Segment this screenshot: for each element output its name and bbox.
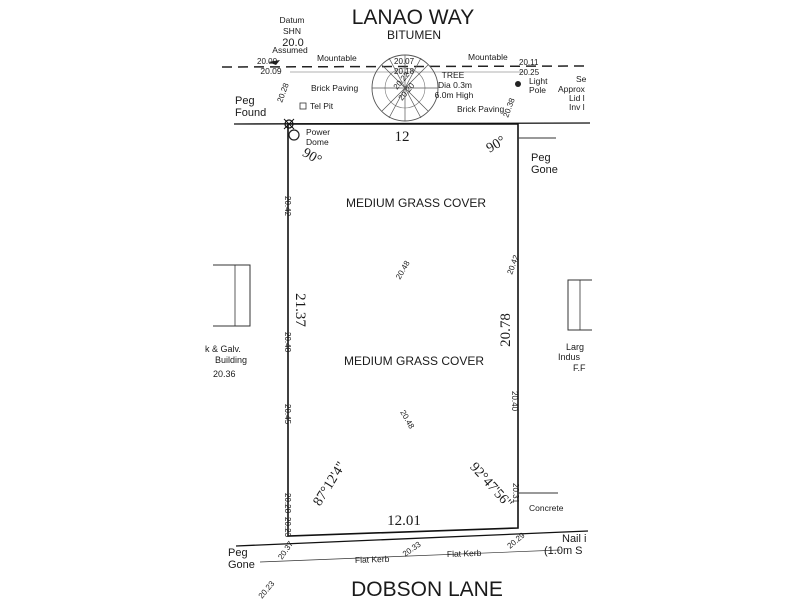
tel-pit-icon bbox=[299, 102, 307, 110]
angle-sw: 87°12'4" bbox=[311, 459, 350, 508]
tree-symbol bbox=[371, 54, 439, 122]
spot-level: 20.25 bbox=[519, 68, 540, 77]
spot-level: 20.23 bbox=[257, 579, 277, 600]
datum-note: Datum SHN 20.0 Assumed 20.09 bbox=[260, 15, 308, 76]
boundary-extension-north bbox=[233, 122, 591, 125]
light-pole-label: Light bbox=[529, 76, 548, 86]
peg-found-icon bbox=[283, 118, 295, 130]
svg-text:Approx: Approx bbox=[558, 84, 586, 94]
nail-note-2: (1.0m S bbox=[544, 545, 583, 557]
dimension-north: 12 bbox=[395, 129, 410, 145]
power-dome-label: Power bbox=[306, 127, 330, 137]
spot-level: 20.07 bbox=[394, 57, 415, 66]
east-building-label-3: F.F bbox=[573, 363, 586, 373]
svg-text:20.09: 20.09 bbox=[260, 66, 282, 76]
tel-pit-label: Tel Pit bbox=[310, 101, 334, 111]
spot-level: 20.28 bbox=[283, 493, 292, 514]
svg-text:SHN: SHN bbox=[283, 26, 301, 36]
peg-sw-label: Peg bbox=[228, 547, 248, 559]
spot-level: 20.38 bbox=[501, 96, 516, 118]
peg-ne-label-2: Gone bbox=[531, 164, 558, 176]
street-name-north: LANAO WAY bbox=[352, 6, 475, 29]
svg-text:Dia 0.3m: Dia 0.3m bbox=[438, 80, 472, 90]
spot-level: 20.48 bbox=[394, 259, 412, 281]
peg-nw-label-2: Found bbox=[235, 107, 266, 119]
svg-text:6.0m High: 6.0m High bbox=[435, 90, 474, 100]
spot-level: 20.40 bbox=[510, 391, 519, 412]
spot-level: 20.28 bbox=[275, 81, 290, 103]
kerb-line-south bbox=[259, 549, 561, 563]
spot-level: 20.37 bbox=[276, 539, 295, 561]
flat-kerb-label-2: Flat Kerb bbox=[447, 548, 482, 559]
peg-ne-label: Peg bbox=[531, 152, 551, 164]
dimension-south: 12.01 bbox=[387, 513, 421, 529]
light-pole-icon bbox=[515, 81, 521, 87]
light-pole-label-2: Pole bbox=[529, 85, 546, 95]
street-name-south: DOBSON LANE bbox=[351, 578, 503, 600]
flat-kerb-label: Flat Kerb bbox=[355, 554, 390, 565]
angle-nw: 90° bbox=[300, 146, 324, 169]
power-dome-icon bbox=[288, 129, 300, 141]
kerb-line-north bbox=[221, 65, 591, 68]
brick-paving-right: Brick Paving bbox=[457, 104, 505, 114]
dimension-east: 20.78 bbox=[498, 313, 514, 347]
angle-se: 92°47'56" bbox=[466, 460, 515, 512]
spot-level: 20.31 bbox=[511, 483, 520, 504]
power-dome-label-2: Dome bbox=[306, 137, 329, 147]
east-building-label-2: Indus bbox=[558, 352, 581, 362]
nail-note: Nail i bbox=[562, 533, 586, 545]
spot-level: 20.48 bbox=[398, 409, 416, 431]
west-building-label: k & Galv. bbox=[205, 344, 241, 354]
west-building-level: 20.36 bbox=[213, 369, 236, 379]
mountable-kerb-right: Mountable bbox=[468, 52, 508, 62]
east-building-label: Larg bbox=[566, 342, 584, 352]
svg-text:TREE: TREE bbox=[442, 70, 465, 80]
svg-text:Se: Se bbox=[576, 74, 587, 84]
datum-arrow-icon bbox=[268, 60, 280, 65]
west-building-outline bbox=[213, 264, 251, 327]
svg-text:Datum: Datum bbox=[279, 15, 304, 25]
spot-level: 20.48 bbox=[283, 332, 292, 353]
spot-level: 20.00 bbox=[257, 57, 278, 66]
svg-text:Lid l: Lid l bbox=[569, 93, 585, 103]
concrete-label: Concrete bbox=[529, 503, 564, 513]
spot-level: 20.23 bbox=[283, 517, 292, 538]
angle-ne: 90° bbox=[484, 134, 508, 157]
boundary-extension-south bbox=[235, 530, 589, 547]
svg-text:Assumed: Assumed bbox=[272, 45, 308, 55]
spot-level: 20.45 bbox=[283, 404, 292, 425]
svg-text:20.0: 20.0 bbox=[282, 37, 303, 49]
spot-level: 20.18 bbox=[394, 67, 415, 76]
tree-note: TREE Dia 0.3m 6.0m High bbox=[435, 70, 474, 100]
peg-sw-label-2: Gone bbox=[228, 559, 255, 571]
sewer-note: Se Approx Lid l Inv l bbox=[558, 74, 587, 112]
mountable-kerb-left: Mountable bbox=[317, 53, 357, 63]
grass-cover-label: MEDIUM GRASS COVER bbox=[346, 196, 486, 210]
spot-level: 20.42 bbox=[283, 196, 292, 217]
west-building-label-2: Building bbox=[215, 355, 247, 365]
grass-cover-label-2: MEDIUM GRASS COVER bbox=[344, 354, 484, 368]
peg-nw-label: Peg bbox=[235, 95, 255, 107]
road-surface-label: BITUMEN bbox=[387, 28, 441, 42]
dimension-west: 21.37 bbox=[292, 293, 308, 327]
brick-paving-left: Brick Paving bbox=[311, 83, 359, 93]
spot-level: 20.11 bbox=[519, 58, 539, 67]
svg-text:Inv l: Inv l bbox=[569, 102, 585, 112]
